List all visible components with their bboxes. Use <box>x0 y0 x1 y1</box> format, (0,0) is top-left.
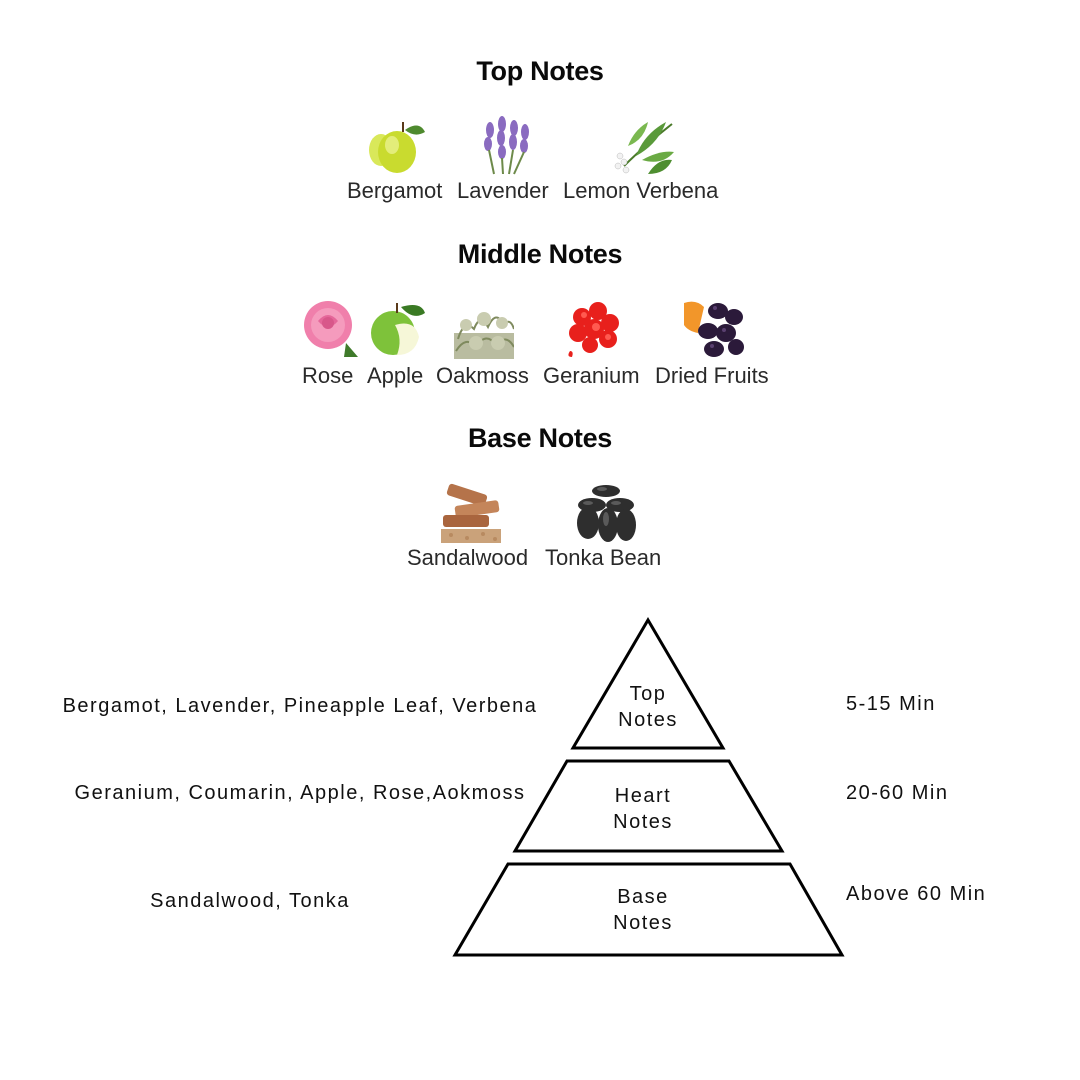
heart-ingredients: Geranium, Coumarin, Apple, Rose,Aokmoss <box>74 782 526 804</box>
note-label: Sandalwood <box>407 545 529 570</box>
note-label: Dried Fruits <box>655 363 769 388</box>
rose-icon <box>300 299 360 359</box>
middle-notes-title: Middle Notes <box>457 239 623 269</box>
lavender-icon <box>476 116 536 176</box>
note-label: Lavender <box>457 178 549 203</box>
geranium-icon <box>564 299 624 359</box>
top-tier-label: Top Notes <box>598 681 698 733</box>
note-label: Rose <box>302 363 354 388</box>
tier-line: Notes <box>613 811 673 833</box>
note-label: Geranium <box>543 363 640 388</box>
heart-tier-label: Heart Notes <box>593 783 693 835</box>
note-label: Apple <box>367 363 424 388</box>
pyramid-base-tier <box>452 862 845 957</box>
top-notes-title: Top Notes <box>476 56 604 86</box>
pyramid-top-tier <box>570 617 726 750</box>
apple-icon <box>367 299 427 359</box>
heart-duration: 20-60 Min <box>846 782 949 804</box>
tier-line: Heart <box>614 785 672 807</box>
pyramid-heart-tier <box>512 759 785 853</box>
dried-fruits-icon <box>684 299 744 359</box>
top-duration: 5-15 Min <box>846 693 936 715</box>
base-ingredients: Sandalwood, Tonka <box>150 890 350 912</box>
sandalwood-icon <box>441 483 501 543</box>
tier-line: Notes <box>613 912 673 934</box>
note-label: Oakmoss <box>436 363 529 388</box>
tier-line: Base <box>617 886 669 908</box>
note-label: Bergamot <box>347 178 443 203</box>
note-label: Lemon Verbena <box>563 178 719 203</box>
lemon-verbena-icon <box>614 116 674 176</box>
tonka-bean-icon <box>576 483 636 543</box>
tier-line: Notes <box>618 709 678 731</box>
base-notes-title: Base Notes <box>467 423 613 453</box>
tier-line: Top <box>629 683 667 705</box>
bergamot-icon <box>367 116 427 176</box>
top-ingredients: Bergamot, Lavender, Pineapple Leaf, Verb… <box>62 695 538 717</box>
oakmoss-icon <box>454 299 514 359</box>
base-duration: Above 60 Min <box>846 883 987 905</box>
note-label: Tonka Bean <box>545 545 662 570</box>
base-tier-label: Base Notes <box>593 884 693 936</box>
